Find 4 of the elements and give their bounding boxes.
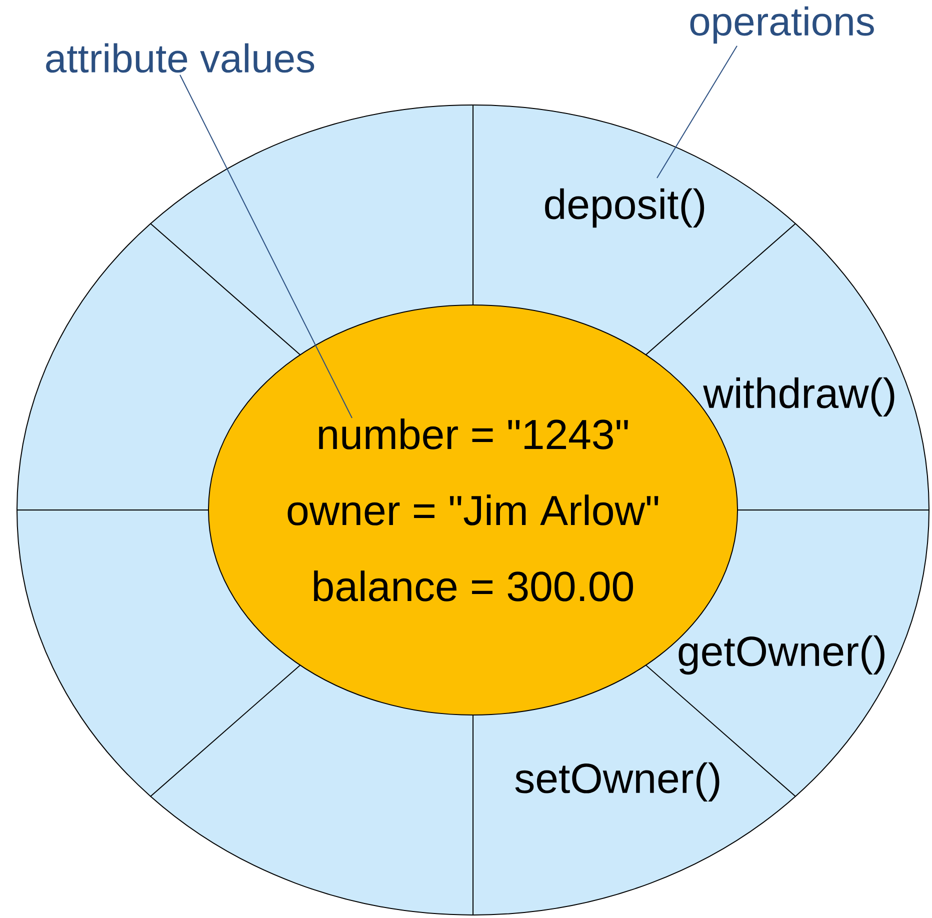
- leader-line: [180, 74, 352, 418]
- leader-line: [656, 45, 738, 178]
- callout-label: operations: [690, 6, 874, 44]
- callout-label: attribute values: [46, 43, 314, 73]
